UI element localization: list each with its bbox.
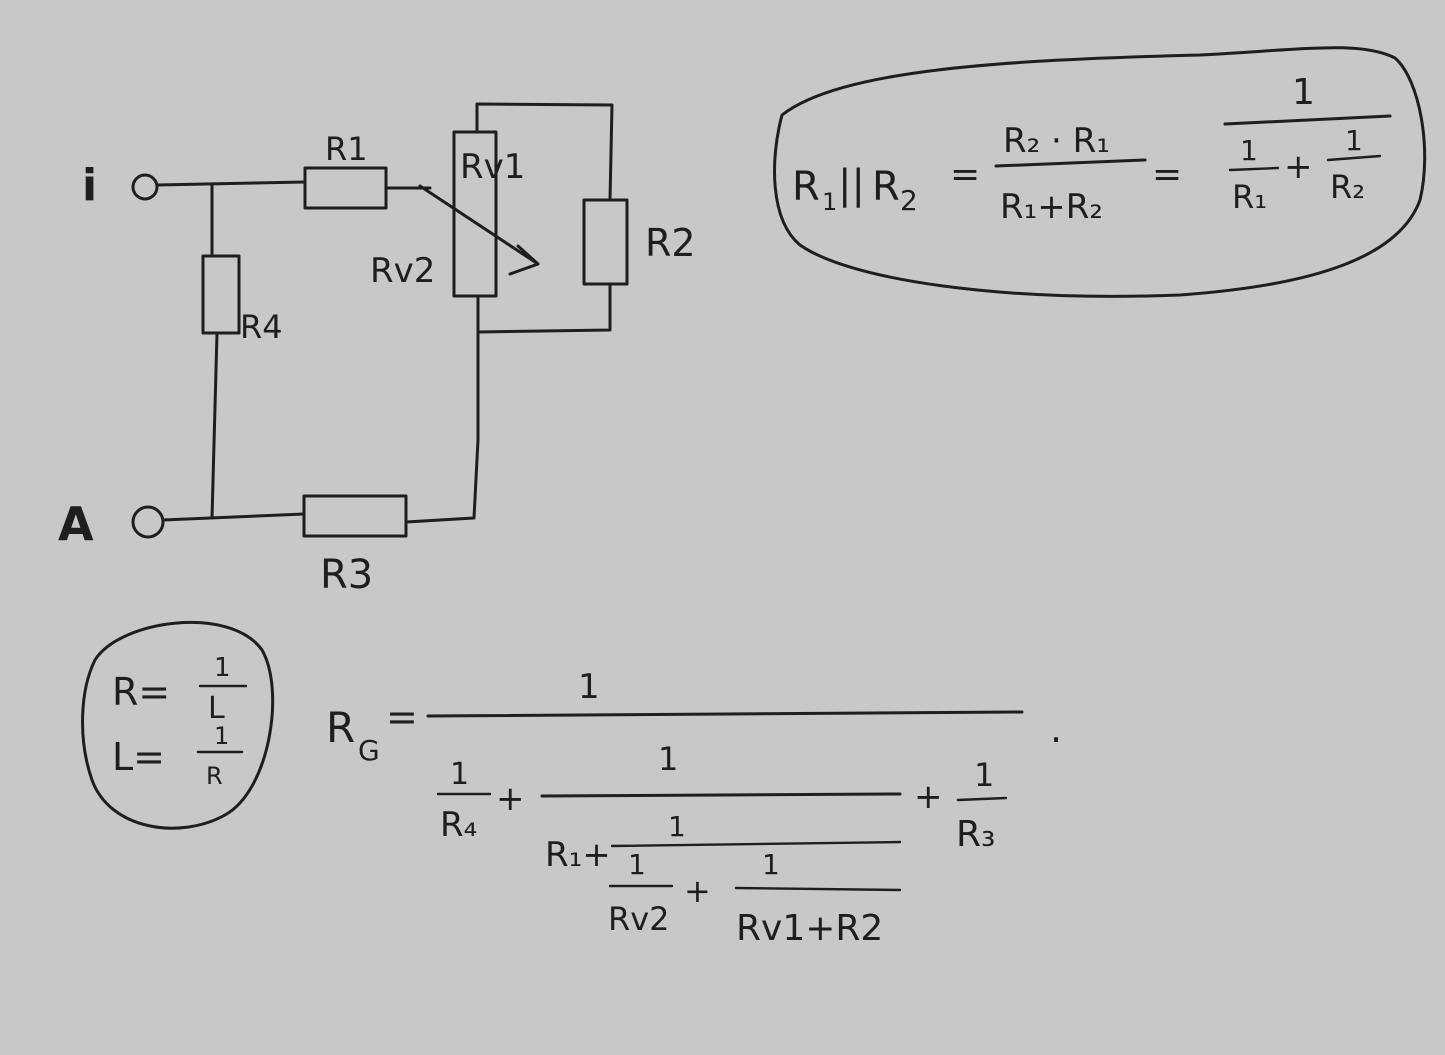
rg-r: R [326,703,355,752]
label-rv2: Rv2 [370,251,435,291]
wire-r2-bottom [476,282,612,334]
mid-fraction-bar [540,792,902,798]
label-r2: R2 [645,221,696,265]
lhs-r-a-sub: 1 [822,188,837,216]
end-dot: . [1050,707,1062,751]
variable-resistor-arrow [418,184,540,276]
parallel-formula: R 1 || R 2 = R₂ · R₁ R₁+R₂ = 1 1 R₁ + 1 … [773,46,1427,298]
wire-r4-bottom [210,331,219,520]
inner-fraction-bar [610,840,902,848]
rv1r2-term-denominator: Rv1+R2 [736,908,883,949]
l-equals-den: R [206,762,223,790]
l-equals: L= [112,735,165,779]
parallel-symbol: || [838,162,865,208]
rv1r2-term-numerator: 1 [762,848,780,881]
resistor-r1 [303,166,388,210]
resistor-r4 [201,254,241,335]
fraction-denominator: R₁+R₂ [1000,187,1103,227]
term1-denominator: R₁ [1232,178,1267,216]
equals-1: = [950,154,980,195]
equals-2: = [1152,154,1182,195]
label-rv1: Rv1 [460,147,525,187]
plus-sign: + [1284,147,1313,187]
reciprocal-one: 1 [1292,72,1315,113]
l-equals-num: 1 [214,722,229,750]
terminal-in-circle [131,173,159,201]
conductance-note: R= 1 L L= 1 R [81,621,275,830]
r-equals-num: 1 [214,653,231,683]
wire-in-to-r1 [155,180,307,187]
wire-top-loop [475,102,614,202]
term1-numerator: 1 [1240,134,1258,167]
rv1r2-term-bar [734,886,902,892]
r1-prefix: R₁+ [545,835,611,875]
label-r4: R4 [240,308,283,346]
plus-2: + [914,777,943,817]
term2-denominator: R₂ [1330,168,1365,206]
wire-out-to-r3 [161,512,306,522]
inner-numerator: 1 [668,810,686,843]
r-equals-den: L [208,691,225,726]
rg-equals: = [386,695,418,739]
plus-1: + [496,779,525,819]
term1-bar [1228,166,1280,172]
terminal-out-label: A [58,497,94,551]
lhs-r-b-sub: 2 [900,184,918,217]
terminal-in-label: i [82,160,97,211]
r4-term-numerator: 1 [450,757,469,792]
parallel-formula-outline [773,46,1427,298]
resistor-r2 [582,198,629,286]
conductance-note-outline [81,621,275,830]
mid-numerator: 1 [658,740,678,778]
label-r1: R1 [325,130,368,168]
wire-right-down [404,294,480,524]
rv2-term-denominator: Rv2 [608,900,670,938]
r-equals: R= [112,670,170,714]
circuit-diagram: i A R1 R4 R3 R2 Rv1 Rv2 [58,102,696,598]
resistor-r3 [302,494,408,538]
lhs-r-b: R [872,164,900,210]
term2-numerator: 1 [1345,124,1363,157]
resistor-rv1 [452,130,498,298]
main-fraction-bar [426,710,1024,718]
term2-bar [1326,154,1382,162]
total-resistance-formula: R G = 1 . 1 R₄ + 1 R₁+ 1 1 Rv2 + 1 Rv1+R… [326,667,1062,949]
reciprocal-bar [1223,114,1392,126]
top-numerator: 1 [578,667,600,707]
fraction-bar [994,158,1147,168]
lhs-r-a: R [792,164,820,210]
rv2-term-numerator: 1 [628,848,646,881]
rg-sub: G [358,734,380,767]
r4-term-denominator: R₄ [440,805,477,845]
r3-term-bar [956,796,1008,802]
plus-inner: + [684,872,711,910]
r3-term-denominator: R₃ [956,814,995,855]
terminal-out-circle [131,505,165,539]
fraction-numerator: R₂ · R₁ [1003,121,1110,161]
r3-term-numerator: 1 [974,756,994,794]
label-r3: R3 [320,552,373,598]
